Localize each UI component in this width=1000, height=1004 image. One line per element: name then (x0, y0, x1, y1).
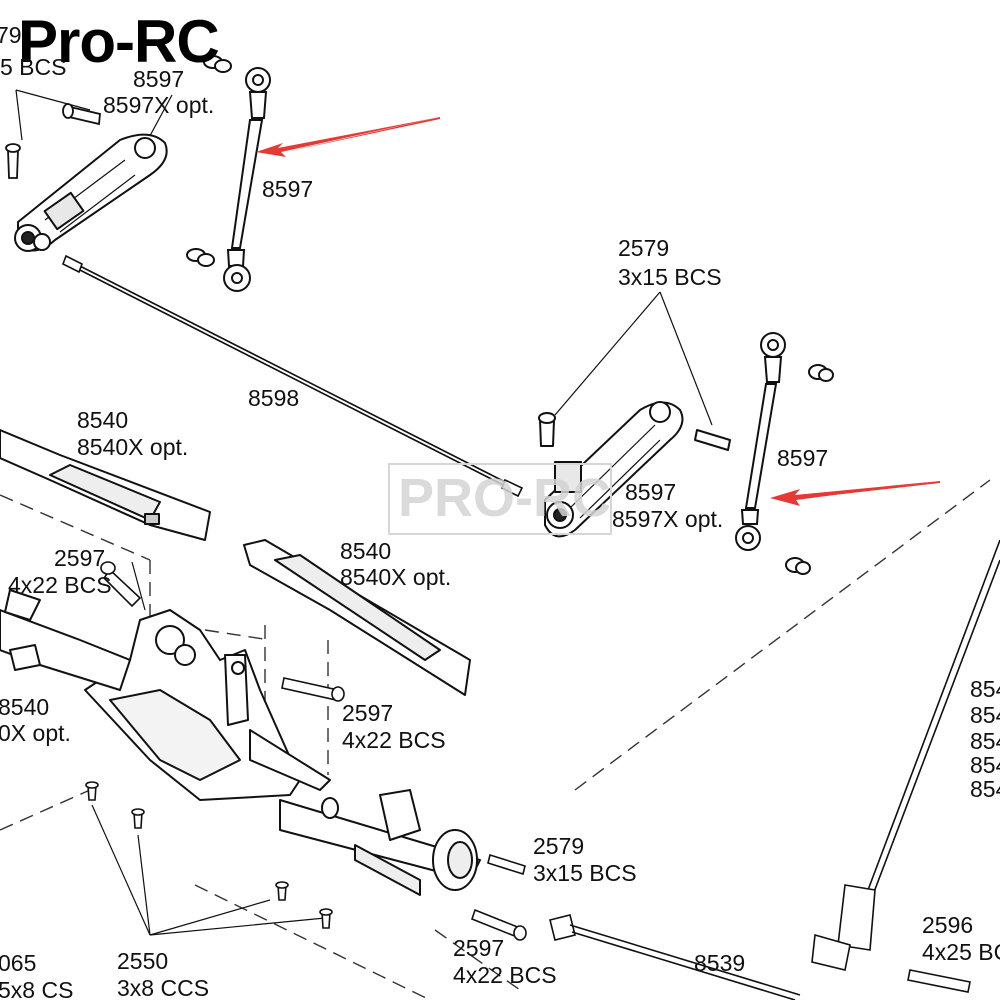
label-8540x-c: 0X opt. (0, 720, 71, 746)
label-8598: 8598 (248, 385, 300, 411)
label-2596: 2596 (922, 912, 974, 938)
label-854-4: 854 (970, 752, 1000, 778)
upper-link-arm-left (14, 133, 168, 252)
label-3x15-right: 3x15 BCS (618, 264, 722, 290)
screws-lower (85, 561, 971, 993)
label-2579-tl: 79 (0, 22, 22, 48)
watermark-frame (388, 463, 612, 535)
driveshaft-8539 (549, 914, 801, 1000)
screws-top-left (5, 103, 101, 179)
label-2550: 2550 (117, 948, 169, 974)
label-2579-c: 2579 (533, 833, 585, 859)
label-4x22-d: 4x22 BCS (453, 962, 557, 988)
chassis-plate-upper (0, 429, 211, 541)
upper-link-arm-right (538, 401, 731, 538)
label-8597-right-arm: 8597 (625, 479, 677, 505)
label-3x15-c: 3x15 BCS (533, 860, 637, 886)
label-8597-right-link: 8597 (777, 445, 829, 471)
label-5x8: 5x8 CS (0, 977, 74, 1003)
red-arrows (256, 117, 940, 506)
axle-housing (0, 589, 481, 896)
vertical-link-top (186, 55, 271, 292)
watermark-text: PRO-RC (398, 468, 611, 528)
label-854-2: 854 (970, 702, 1000, 728)
chassis-plate-lower (243, 539, 471, 696)
label-854-5: 854 (970, 776, 1000, 802)
label-2597-b: 2597 (342, 700, 394, 726)
label-8597x-top: 8597X opt. (103, 92, 215, 118)
arrow-top (256, 117, 440, 157)
label-bcs-tl: 5 BCS (0, 54, 67, 80)
label-2597-d: 2597 (453, 935, 505, 961)
label-065: 065 (0, 950, 37, 976)
label-8540-a: 8540 (77, 407, 129, 433)
steering-rod-8598 (61, 254, 524, 498)
label-4x22-a: 4x22 BCS (8, 572, 112, 598)
label-4x22-b: 4x22 BCS (342, 727, 446, 753)
label-4x25: 4x25 BC (922, 939, 1000, 965)
arrow-right (770, 481, 940, 506)
label-8540-c: 8540 (0, 694, 50, 720)
label-2579-right: 2579 (618, 235, 670, 261)
label-3x8: 3x8 CCS (117, 975, 210, 1001)
label-8540x-a: 8540X opt. (77, 434, 189, 460)
label-8597x-right-arm: 8597X opt. (612, 506, 724, 532)
label-854-1: 854 (970, 676, 1000, 702)
label-8597-left-link: 8597 (262, 176, 314, 202)
label-8540x-b: 8540X opt. (340, 564, 452, 590)
label-854-3: 854 (970, 728, 1000, 754)
label-8597-top: 8597 (133, 66, 185, 92)
leader-lines (15, 89, 713, 936)
label-2597-a: 2597 (54, 545, 106, 571)
right-drive-shaft (811, 539, 1000, 971)
label-8539: 8539 (694, 950, 746, 976)
label-8540-b: 8540 (340, 538, 392, 564)
brand-logo: Pro-RC (18, 8, 220, 75)
vertical-link-right (735, 332, 834, 575)
